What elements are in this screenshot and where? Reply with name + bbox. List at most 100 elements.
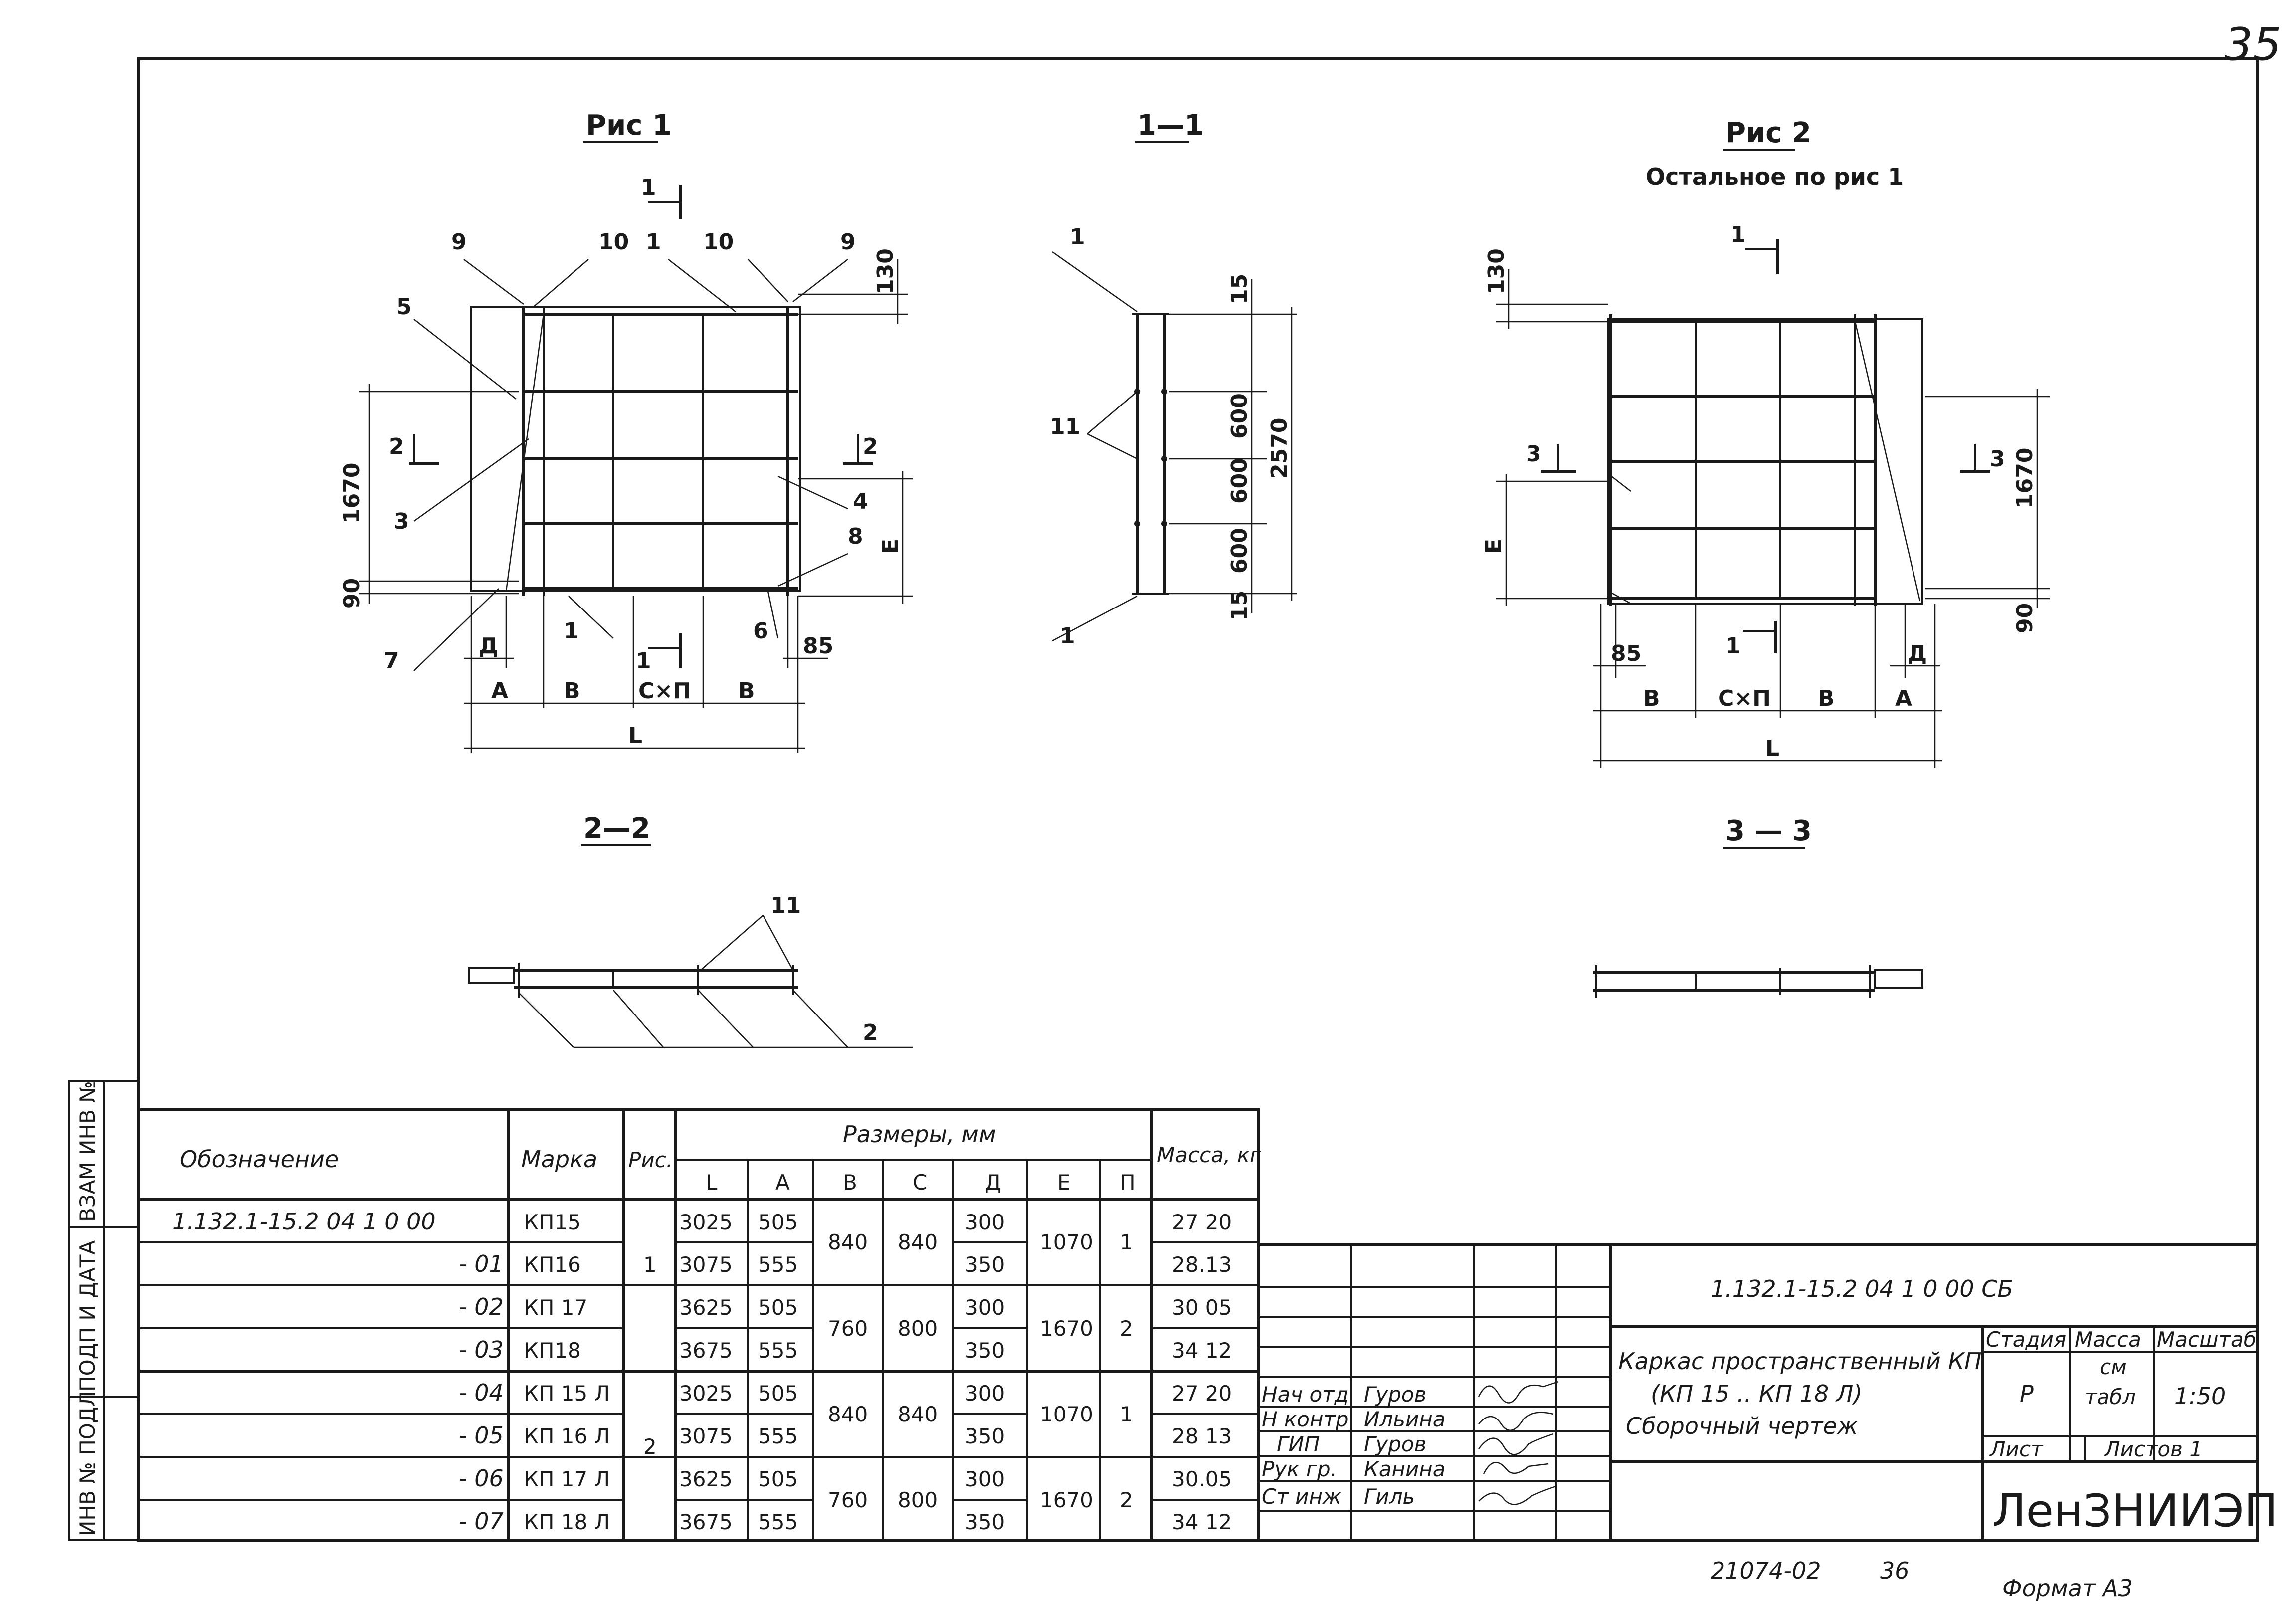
fig2-dim-130: 130 xyxy=(1484,248,1509,294)
tb-role: Ст инж xyxy=(1262,1484,1341,1509)
merged-B: 840 xyxy=(828,1402,868,1426)
fig1-dim-L: L xyxy=(628,723,642,749)
fig2-cut3-left: 3 xyxy=(1526,441,1541,467)
fig2-dim-B-right: В xyxy=(1818,686,1835,711)
fig1-dim-A: А xyxy=(491,678,508,704)
merged-C: 800 xyxy=(898,1316,938,1341)
signature-3 xyxy=(1478,1433,1554,1455)
sec11-dim-15-top: 15 xyxy=(1227,274,1252,304)
merged-E: 1070 xyxy=(1040,1230,1093,1254)
th-designation: Обозначение xyxy=(180,1146,339,1173)
row-L: 3625 xyxy=(679,1295,733,1320)
tb-scale: 1:50 xyxy=(2174,1383,2226,1410)
row-A: 555 xyxy=(758,1252,798,1277)
th-dim-D: Д xyxy=(985,1170,1001,1195)
row-L: 3025 xyxy=(679,1381,733,1406)
figure-2: Рис 2 Остальное по рис 1 1 1 3 3 xyxy=(1481,117,2050,768)
fig1-pos6: 6 xyxy=(753,618,768,644)
fig1-pos8: 8 xyxy=(848,524,863,549)
format-label: Формат А3 xyxy=(2002,1575,2133,1602)
fig2-subtitle: Остальное по рис 1 xyxy=(1646,163,1904,190)
fig1-pos1: 1 xyxy=(646,229,661,255)
sec33-title: 3 — 3 xyxy=(1725,815,1812,847)
row-A: 555 xyxy=(758,1424,798,1448)
row-mass: 27 20 xyxy=(1172,1210,1232,1234)
page-number: 35 xyxy=(2224,18,2282,71)
row-mass: 34 12 xyxy=(1172,1510,1232,1534)
row-D: 350 xyxy=(965,1424,1005,1448)
row-designation: - 06 xyxy=(459,1465,504,1492)
th-sizes: Размеры, мм xyxy=(843,1121,996,1148)
row-L: 3075 xyxy=(679,1252,733,1277)
fig1-title: Рис 1 xyxy=(586,109,672,142)
sec22-pos11: 11 xyxy=(770,893,801,918)
fig-group-1: 1 xyxy=(643,1252,657,1277)
fig1-dim-CxP: С×П xyxy=(638,678,691,704)
merged-E: 1670 xyxy=(1040,1488,1093,1512)
row-A: 555 xyxy=(758,1338,798,1363)
tb-role: ГИП xyxy=(1277,1432,1320,1456)
side-stamp: ВЗАМ ИНВ № ПОДП И ДАТА ИНВ № ПОДЛ xyxy=(68,1080,140,1541)
row-D: 300 xyxy=(965,1381,1005,1406)
row-designation: - 04 xyxy=(459,1379,504,1406)
fig2-dim-A: А xyxy=(1895,686,1912,711)
fig1-pos9-right: 9 xyxy=(840,229,856,255)
signature-5 xyxy=(1478,1485,1556,1505)
row-designation: - 02 xyxy=(459,1293,504,1320)
row-designation: - 03 xyxy=(459,1336,504,1363)
merged-P: 2 xyxy=(1120,1488,1133,1512)
merged-B: 840 xyxy=(828,1230,868,1254)
section-2-2: 2—2 11 2 xyxy=(468,812,913,1048)
merged-P: 1 xyxy=(1120,1402,1133,1426)
tb-mass-label: Масса xyxy=(2075,1327,2141,1352)
fig1-dim-E: Е xyxy=(878,539,903,554)
row-L: 3625 xyxy=(679,1467,733,1491)
row-mark: КП16 xyxy=(524,1252,581,1277)
tb-name: Канина xyxy=(1364,1457,1446,1481)
sec11-dim-2570: 2570 xyxy=(1267,418,1292,479)
fig1-dim-90: 90 xyxy=(339,578,365,608)
fig-group-2: 2 xyxy=(643,1434,657,1459)
fig1-pos10-right: 10 xyxy=(703,229,734,255)
fig2-dim-B-left: В xyxy=(1643,686,1660,711)
fig1-cut2-left: 2 xyxy=(389,434,404,459)
tb-code: 1.132.1-15.2 04 1 0 00 СБ xyxy=(1711,1275,2013,1302)
sec11-title: 1—1 xyxy=(1137,109,1204,142)
tb-mass-line1: см xyxy=(2100,1355,2127,1379)
fig1-pos3: 3 xyxy=(394,509,409,534)
section-1-1: 1—1 1 11 1 15 600 600 600 15 2570 xyxy=(1050,109,1297,649)
fig1-dim-85: 85 xyxy=(803,633,833,659)
tb-role: Н контр xyxy=(1262,1407,1349,1431)
tb-organization: ЛенЗНИИЭП xyxy=(1992,1485,2278,1537)
sec22-pos2: 2 xyxy=(863,1020,878,1045)
row-mass: 28 13 xyxy=(1172,1424,1232,1448)
row-L: 3075 xyxy=(679,1424,733,1448)
tb-sheet-label: Лист xyxy=(1989,1437,2044,1461)
row-D: 300 xyxy=(965,1210,1005,1234)
th-mark: Марка xyxy=(521,1146,597,1173)
fig1-pos10-left: 10 xyxy=(598,229,629,255)
fig1-pos1-bottom: 1 xyxy=(564,618,579,644)
row-designation: 1.132.1-15.2 04 1 0 00 xyxy=(172,1208,436,1235)
row-D: 300 xyxy=(965,1467,1005,1491)
tb-name: Гуров xyxy=(1364,1382,1426,1407)
sec11-pos1-top: 1 xyxy=(1070,224,1085,250)
tb-mass-line2: табл xyxy=(2085,1385,2136,1409)
fig2-dim-D: Д xyxy=(1908,641,1927,666)
title-block: Нач отд Гуров Н контр Ильина ГИП Гуров Р… xyxy=(1257,1243,2278,1542)
fig2-title: Рис 2 xyxy=(1725,117,1811,149)
sec11-dim-600-b: 600 xyxy=(1227,458,1252,504)
row-mass: 34 12 xyxy=(1172,1338,1232,1363)
row-designation: - 07 xyxy=(459,1508,504,1535)
th-mass: Масса, кг xyxy=(1157,1143,1261,1167)
fig2-dim-CxP: С×П xyxy=(1718,686,1771,711)
row-A: 505 xyxy=(758,1467,798,1491)
fig1-pos5: 5 xyxy=(396,294,412,320)
fig1-pos7: 7 xyxy=(384,648,399,674)
fig1-cut1-top: 1 xyxy=(641,175,656,200)
row-mass: 30 05 xyxy=(1172,1295,1232,1320)
merged-C: 840 xyxy=(898,1230,938,1254)
fig2-dim-1670: 1670 xyxy=(2012,448,2038,509)
th-fig: Рис. xyxy=(628,1148,673,1172)
section-3-3: 3 — 3 xyxy=(1593,815,1923,998)
